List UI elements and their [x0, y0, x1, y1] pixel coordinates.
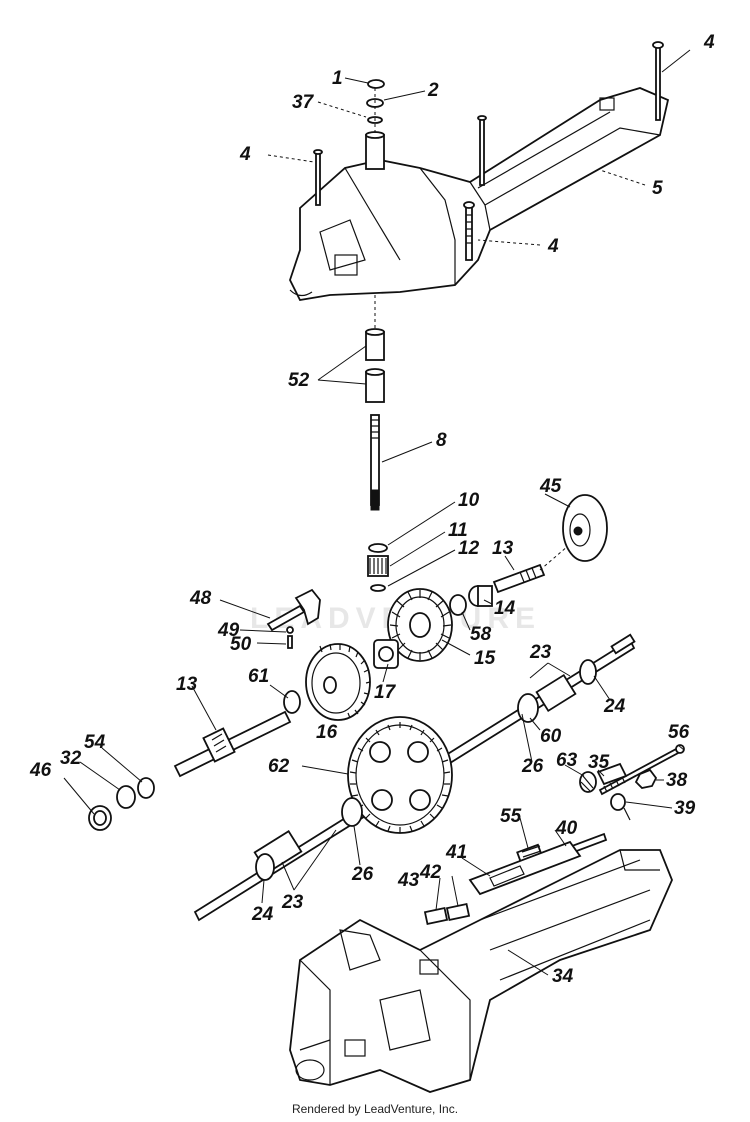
label-49: 49 — [217, 620, 240, 641]
label-16: 16 — [316, 722, 338, 743]
pads-42-43 — [423, 902, 471, 926]
washers-54-32 — [116, 777, 155, 809]
label-13-upper: 13 — [492, 538, 514, 559]
label-34: 34 — [552, 966, 574, 987]
label-26-lower: 26 — [351, 864, 374, 885]
upper-housing — [289, 87, 670, 301]
part-labels: 1 2 37 4 4 5 4 52 8 10 11 12 45 13 14 48… — [29, 32, 715, 987]
pulley-45 — [562, 494, 608, 562]
label-38: 38 — [666, 770, 688, 791]
label-39: 39 — [674, 798, 696, 819]
label-17: 17 — [374, 682, 397, 703]
washer-61 — [283, 690, 301, 714]
brake-bolt-56 — [598, 744, 685, 796]
label-46: 46 — [29, 760, 52, 781]
label-15: 15 — [474, 648, 496, 669]
gear-16 — [305, 643, 371, 721]
label-4-center: 4 — [547, 236, 559, 257]
label-61: 61 — [248, 666, 269, 687]
shift-fork — [266, 588, 321, 649]
short-shaft-13 — [492, 563, 546, 594]
label-8: 8 — [436, 430, 447, 451]
large-gear-62 — [347, 716, 453, 834]
label-4-top: 4 — [703, 32, 715, 53]
lower-housing — [289, 849, 673, 1093]
clip — [623, 807, 631, 821]
leader-lines — [63, 49, 691, 976]
input-shaft — [370, 414, 380, 511]
bevel-gear — [387, 588, 453, 662]
cover-boss — [365, 131, 385, 170]
label-52: 52 — [288, 370, 310, 391]
label-1: 1 — [332, 68, 343, 89]
label-42: 42 — [419, 862, 442, 883]
axle-bushings-upper — [517, 659, 597, 723]
bolts — [313, 41, 664, 261]
label-55: 55 — [500, 806, 522, 827]
collar-14 — [468, 585, 493, 607]
label-45: 45 — [539, 476, 562, 497]
label-56: 56 — [668, 722, 690, 743]
label-12: 12 — [458, 538, 480, 559]
label-23-upper: 23 — [529, 642, 552, 663]
label-24-lower: 24 — [251, 904, 274, 925]
label-58: 58 — [470, 624, 492, 645]
washer-stack — [366, 79, 385, 135]
label-26-upper: 26 — [521, 756, 544, 777]
label-4-left: 4 — [239, 144, 251, 165]
label-24-upper: 24 — [603, 696, 626, 717]
label-54: 54 — [84, 732, 106, 753]
label-62: 62 — [268, 756, 290, 777]
nut-38 — [634, 768, 658, 789]
label-23-lower: 23 — [281, 892, 304, 913]
label-2: 2 — [427, 80, 439, 101]
spring-63 — [579, 771, 597, 793]
label-14: 14 — [494, 598, 516, 619]
label-40: 40 — [555, 818, 578, 839]
label-50: 50 — [230, 634, 252, 655]
label-32: 32 — [60, 748, 82, 769]
footer-credit: Rendered by LeadVenture, Inc. — [291, 1102, 459, 1116]
label-11: 11 — [448, 520, 468, 541]
brake-plate-35 — [596, 762, 628, 786]
label-48: 48 — [189, 588, 212, 609]
label-5: 5 — [652, 178, 663, 199]
differential-17 — [373, 639, 399, 669]
axle-bushings-lower — [253, 797, 363, 881]
bracket-41 — [468, 840, 582, 896]
label-60: 60 — [540, 726, 562, 747]
label-63: 63 — [556, 750, 578, 771]
washer-39 — [610, 793, 626, 811]
label-13-lower: 13 — [176, 674, 198, 695]
bushing-46 — [88, 805, 112, 831]
label-43: 43 — [397, 870, 420, 891]
washer-58 — [449, 594, 467, 616]
bearings — [365, 328, 385, 403]
pinion-shaft-13 — [173, 710, 292, 778]
label-35: 35 — [588, 752, 610, 773]
label-10: 10 — [458, 490, 480, 511]
label-41: 41 — [445, 842, 467, 863]
pinion-parts — [367, 543, 389, 592]
label-37: 37 — [292, 92, 315, 113]
